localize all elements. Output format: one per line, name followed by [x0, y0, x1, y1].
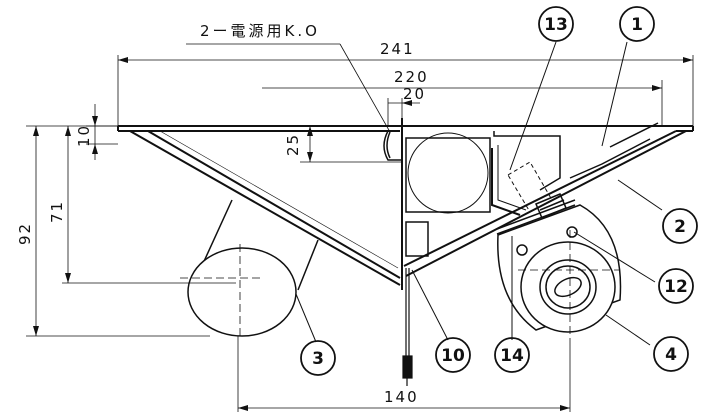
- dim-25: 25: [284, 133, 302, 156]
- dim-241: 241: [380, 40, 415, 58]
- dimension-arrows: [33, 57, 693, 411]
- svg-text:3: 3: [312, 349, 324, 369]
- dim-140: 140: [384, 388, 419, 406]
- balloon-10: 10: [435, 337, 471, 373]
- left-lamp: [180, 199, 319, 340]
- balloon-2: 2: [662, 208, 698, 244]
- dimension-lines: [26, 43, 694, 412]
- dim-10: 10: [75, 124, 93, 147]
- svg-text:2: 2: [674, 217, 686, 237]
- dim-220: 220: [394, 68, 429, 86]
- balloon-1: 1: [619, 6, 655, 42]
- dim-20: 20: [403, 85, 426, 103]
- ballast-block: [405, 132, 491, 257]
- balloon-3: 3: [300, 340, 336, 376]
- svg-text:14: 14: [500, 346, 524, 366]
- lead-wire: [402, 268, 413, 386]
- dim-92: 92: [16, 222, 34, 245]
- wedge-hatching: [159, 130, 399, 269]
- note-knockout: 2ー電源用K.O: [200, 22, 320, 40]
- balloon-13: 13: [538, 6, 574, 42]
- balloon-4: 4: [653, 336, 689, 372]
- dim-71: 71: [48, 200, 66, 223]
- svg-text:13: 13: [544, 15, 568, 35]
- svg-text:10: 10: [441, 346, 465, 366]
- mounting-bracket: [491, 122, 659, 256]
- knockout-detail: [383, 130, 402, 161]
- housing-outline: [117, 125, 694, 286]
- right-lamp: [497, 204, 622, 345]
- svg-text:4: 4: [665, 345, 677, 365]
- balloon-leaders: [295, 41, 663, 346]
- balloon-12: 12: [658, 268, 694, 304]
- svg-text:1: 1: [631, 15, 643, 35]
- svg-text:12: 12: [664, 277, 688, 297]
- balloon-14: 14: [494, 337, 530, 373]
